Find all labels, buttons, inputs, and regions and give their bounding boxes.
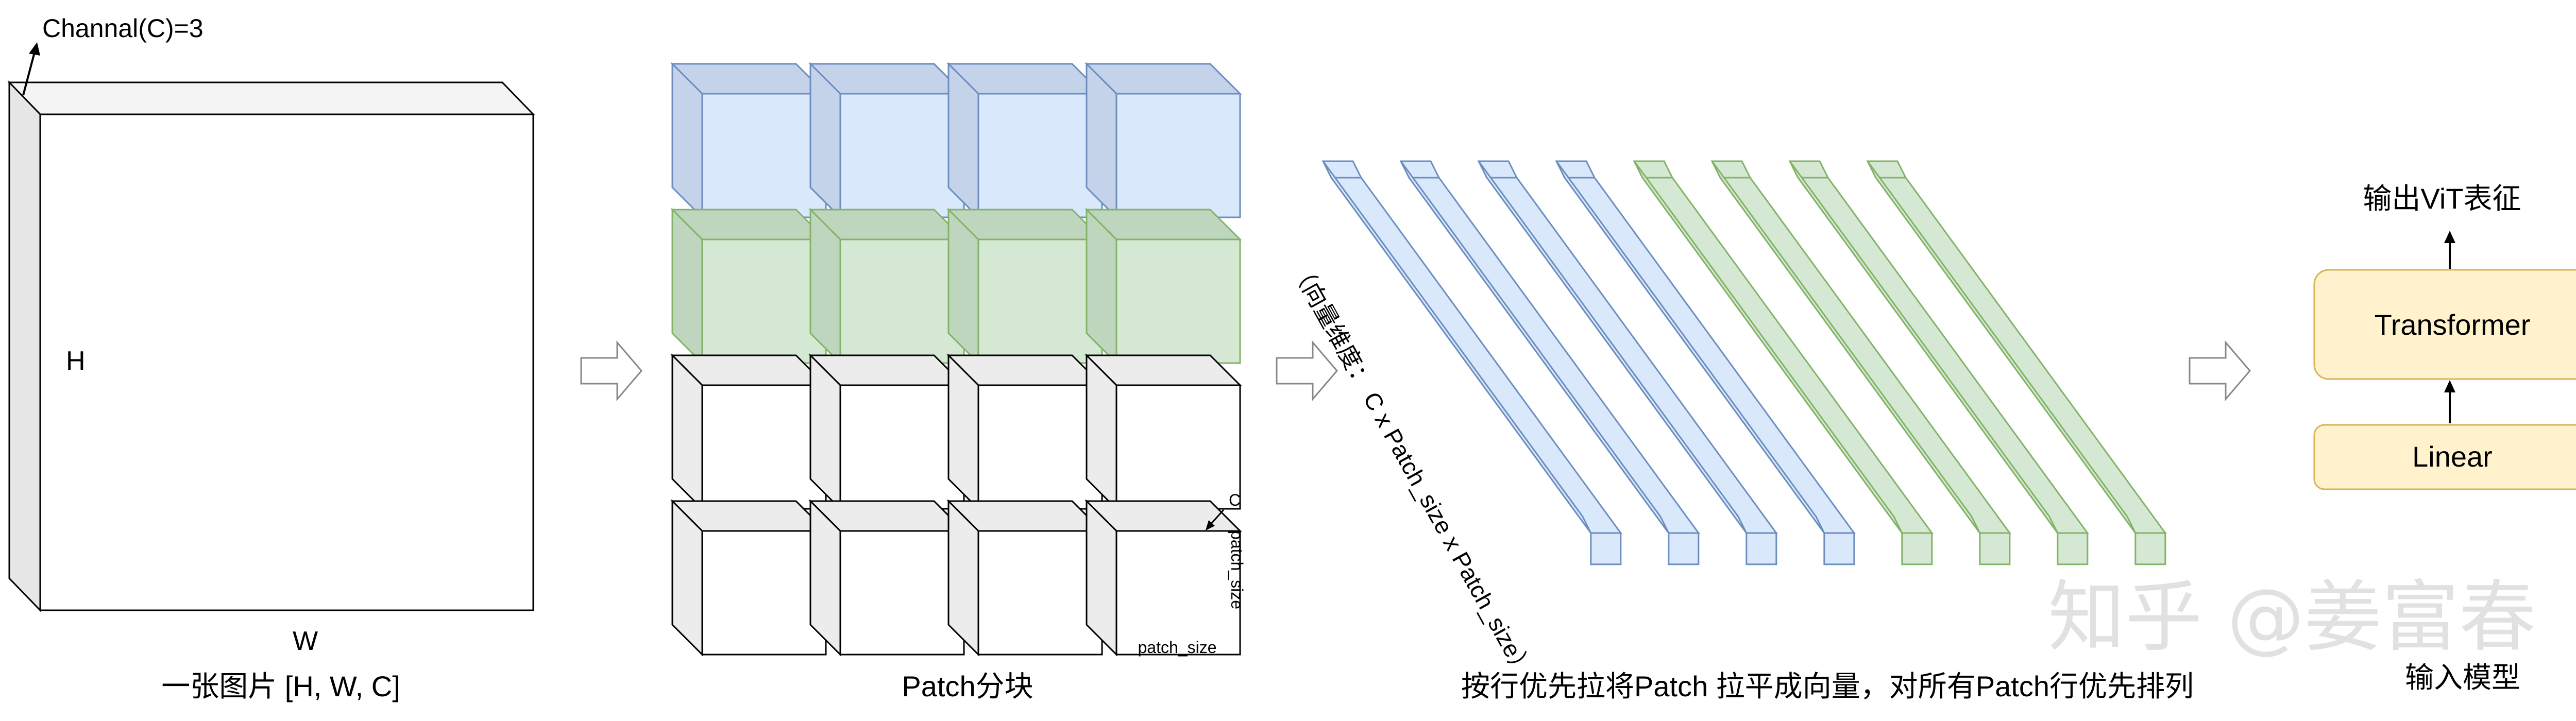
channel-pointer: [22, 42, 40, 96]
watermark: 知乎 @姜富春: [2048, 573, 2536, 662]
image-top-face: [7, 81, 535, 115]
patch-cube: [946, 208, 1104, 365]
vector-caption: 按行优先拉将Patch 拉平成向量，对所有Patch行优先排列: [1461, 670, 2194, 702]
image-caption: 一张图片 [H, W, C]: [161, 670, 400, 702]
patch-cube: [808, 62, 966, 219]
patch-vector: [1788, 160, 2089, 565]
channel-label: Channal(C)=3: [42, 14, 204, 43]
patch-cube: [946, 62, 1104, 219]
patch-cube: [946, 499, 1104, 657]
patch-cube: [808, 499, 966, 657]
patch-cube: [1084, 208, 1242, 365]
patch-size-horizontal-label: patch_size: [1138, 638, 1217, 657]
arrow-right-icon: [1276, 340, 1338, 402]
patch-cube: [670, 62, 828, 219]
linear-label: Linear: [2412, 440, 2493, 473]
patch-vector: [1399, 160, 1700, 565]
patch-vector: [1866, 160, 2167, 565]
model-caption: 输入模型: [2405, 661, 2520, 694]
patch-cube: [1084, 353, 1242, 511]
transformer-label: Transformer: [2375, 308, 2531, 341]
patch-cube: [1084, 62, 1242, 219]
output-arrow: [2444, 231, 2455, 269]
image-left-face: [8, 80, 41, 612]
output-label: 输出ViT表征: [2363, 182, 2521, 215]
patch-vector: [1633, 160, 1934, 565]
patch-cube: [808, 353, 966, 511]
patch-size-vertical-label: patch_size: [1228, 530, 1246, 609]
patch-caption: Patch分块: [902, 670, 1033, 702]
c-label: C: [1229, 491, 1241, 509]
patch-cube: [808, 208, 966, 365]
flattened-vectors: [1321, 160, 2167, 565]
image-front-face: [39, 113, 534, 611]
patch-cube: [670, 353, 828, 511]
patch-vector: [1477, 160, 1778, 565]
linear-block: [2313, 424, 2576, 490]
patch-grid: [670, 62, 1242, 657]
transformer-block: [2313, 269, 2576, 380]
patch-vector: [1710, 160, 2011, 565]
patch-vector: [1321, 160, 1622, 565]
patch-vector: [1555, 160, 1856, 565]
vector-dimension-label: （向量维度： C x Patch_size x Patch_size）: [1286, 258, 1538, 683]
input-image: [7, 80, 535, 612]
patch-cube: [1084, 499, 1242, 657]
linear-to-transformer-arrow: [2444, 380, 2455, 423]
c-pointer: [1206, 509, 1225, 530]
patch-cube: [946, 353, 1104, 511]
arrow-right-icon: [2189, 340, 2251, 402]
width-label: W: [293, 626, 318, 656]
height-label: H: [66, 346, 86, 376]
patch-cube: [670, 208, 828, 365]
patch-cube: [670, 499, 828, 657]
arrow-right-icon: [580, 340, 642, 402]
